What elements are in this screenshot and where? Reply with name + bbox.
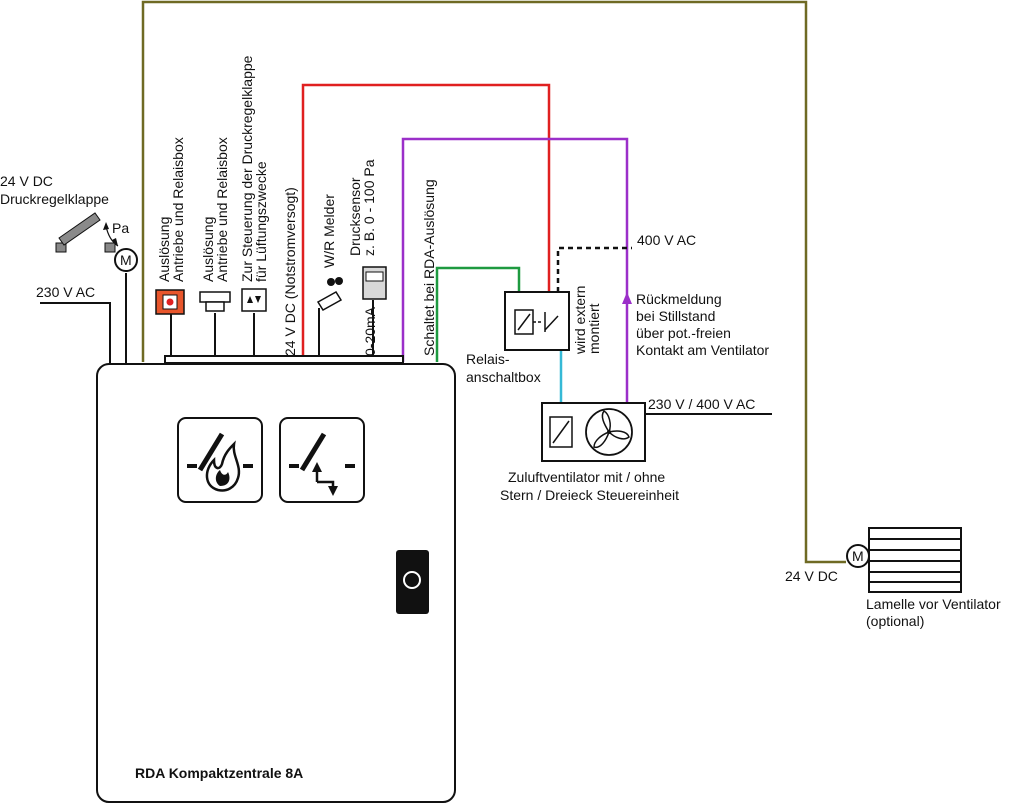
damper-title: Druckregelklappe [0,191,109,207]
fan-label-1: Zuluftventilator mit / ohne [508,469,665,485]
svg-text:Antriebe und Relaisbox: Antriebe und Relaisbox [170,137,186,282]
svg-text:Auslösung: Auslösung [156,217,172,282]
relay-ext-label: wird extern montiert [572,286,602,355]
feedback-line-3: über pot.-freien [636,325,731,341]
svg-text:z. B. 0 - 100 Pa: z. B. 0 - 100 Pa [361,159,377,256]
input-label-4: 24 V DC (Notstromversogt) [282,187,298,356]
svg-text:W/R Melder: W/R Melder [321,194,337,268]
terminal-bar [164,355,404,364]
pressure-sensor [362,266,387,300]
wire-400v-dashed [556,246,632,292]
cabinet-title: RDA Kompaktzentrale 8A [135,765,303,781]
updown-switch[interactable] [241,288,267,312]
svg-text:Auslösung: Auslösung [200,217,216,282]
wire-24v-louvre [141,0,846,564]
up-arrow-icon [247,296,253,303]
input-label-7: 0-20mA [362,306,378,356]
louvre-blades [868,527,962,593]
wire-switch-rda [435,266,521,362]
svg-text:0-20mA: 0-20mA [362,306,378,356]
smoke-detector [316,277,343,312]
feedback-line-1: Rückmeldung [636,291,722,307]
louvre-label-1: Lamelle vor Ventilator [866,596,1001,612]
svg-text:montiert: montiert [586,303,602,354]
svg-text:Drucksensor: Drucksensor [347,177,363,256]
input-label-5: W/R Melder [321,194,337,268]
wire-24v-emergency [301,83,551,360]
keyhole-icon [403,571,421,589]
fan-label-2: Stern / Dreieck Steuereinheit [500,487,679,503]
svg-text:Zur Steuerung der Druckregelkl: Zur Steuerung der Druckregelklappe [239,55,255,282]
svg-text:für Lüftungszwecke: für Lüftungszwecke [253,161,269,282]
pressure-damper [55,212,119,253]
svg-text:Antriebe und Relaisbox: Antriebe und Relaisbox [214,137,230,282]
damper-motor-label: M [120,252,132,268]
input-label-6: Drucksensor z. B. 0 - 100 Pa [347,159,377,256]
relay-label-2: anschaltbox [466,369,541,385]
damper-pa-label: Pa [112,220,129,236]
svg-text:Schaltet bei RDA-Auslösung: Schaltet bei RDA-Auslösung [421,179,437,356]
louvre-supply-label: 24 V DC [785,568,838,584]
ventilation-panel[interactable] [279,417,365,503]
input-label-3: Zur Steuerung der Druckregelklappe für L… [239,55,269,282]
alarm-button[interactable] [155,289,185,315]
fire-damper-icon [187,432,253,492]
svg-text:wird extern: wird extern [572,286,588,355]
ventilation-arrows-icon [289,432,355,496]
feedback-line-2: bei Stillstand [636,308,715,324]
ac400-label: 400 V AC [637,232,696,248]
damper-voltage: 24 V DC [0,173,53,189]
down-arrow-icon [255,296,261,303]
feedback-arrow [622,292,632,304]
door-lock[interactable] [396,550,429,614]
supply-230-label: 230 V AC [36,284,95,300]
feedback-line-4: Kontakt am Ventilator [636,342,769,358]
relay-box [504,291,570,351]
fan-supply-label: 230 V / 400 V AC [648,396,755,412]
wire-230v [40,302,111,364]
wire-feedback [401,137,629,403]
input-label-2: Auslösung Antriebe und Relaisbox [200,137,230,282]
fire-trigger-panel[interactable] [177,417,263,503]
supply-fan [541,402,646,462]
louvre-motor-label: M [852,548,864,564]
relay-label-1: Relais- [466,351,510,367]
input-label-8: Schaltet bei RDA-Auslösung [421,179,437,356]
damper-motor [114,248,138,272]
fan-icon [593,410,630,449]
input-label-1: Auslösung Antriebe und Relaisbox [156,137,186,282]
louvre-label-2: (optional) [866,613,924,629]
svg-text:24 V DC (Notstromversogt): 24 V DC (Notstromversogt) [282,187,298,356]
reset-button[interactable] [199,291,231,312]
